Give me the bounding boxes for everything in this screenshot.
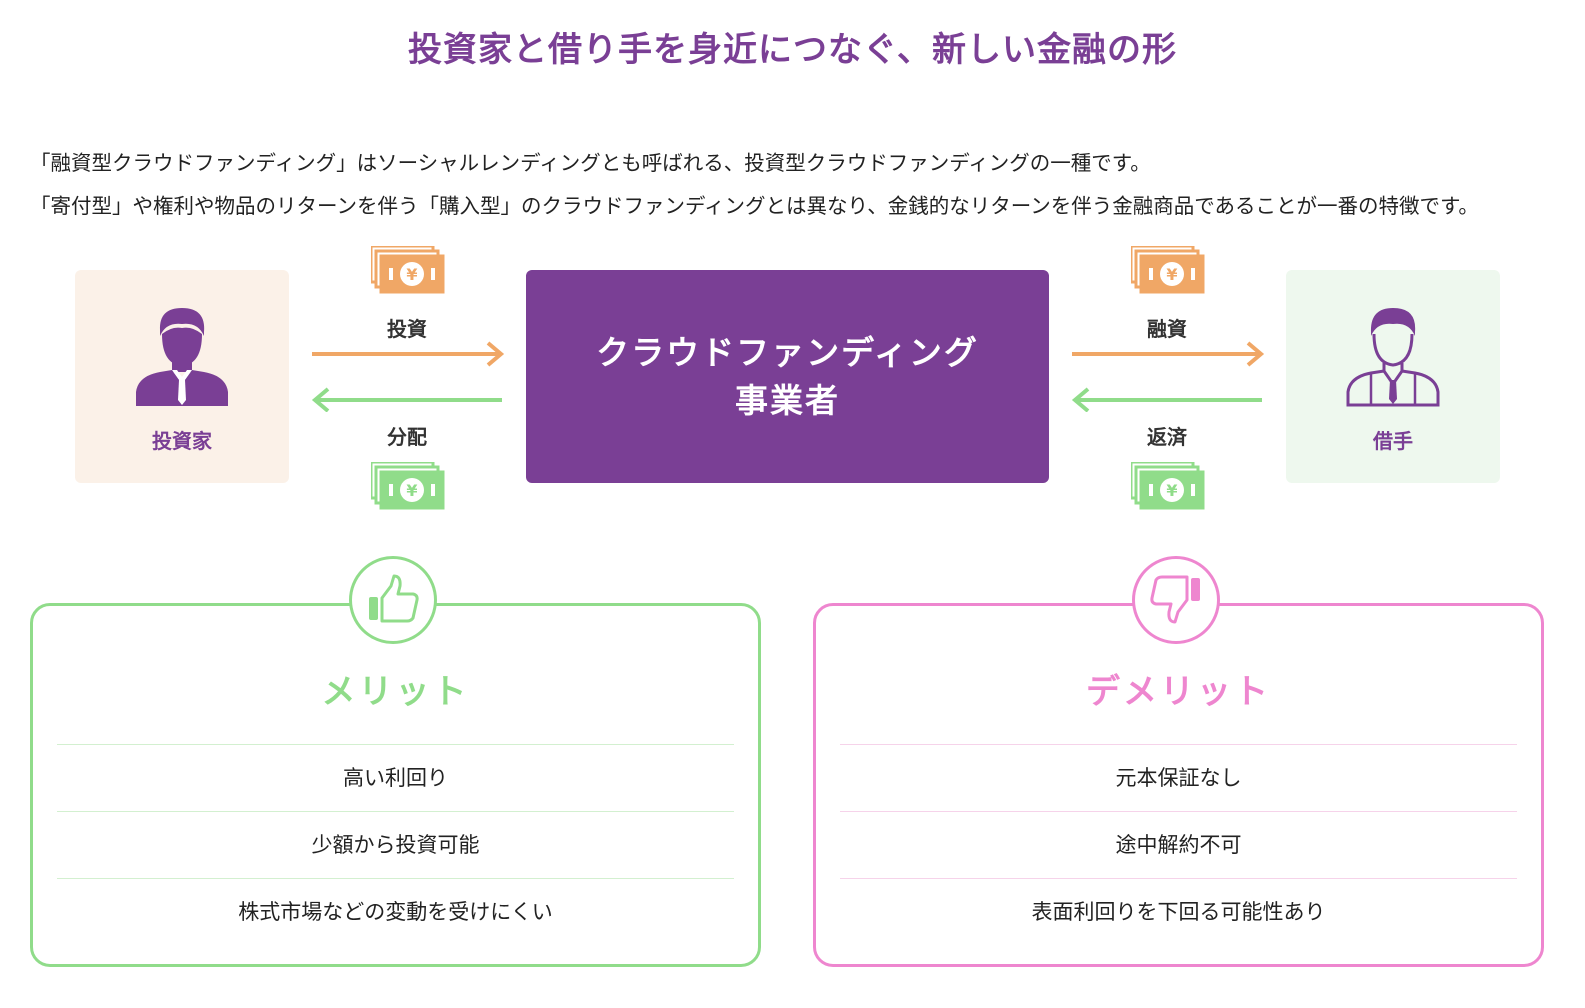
borrower-box: 借手 xyxy=(1286,270,1500,483)
investor-label: 投資家 xyxy=(152,429,212,453)
yen-banknote-icon xyxy=(1131,462,1205,510)
platform-label-line2: 事業者 xyxy=(735,380,840,420)
flow-label-distribute: 分配 xyxy=(387,425,427,449)
thumbs-down-icon xyxy=(1150,575,1200,624)
intro-line-1: 「融資型クラウドファンディング」はソーシャルレンディングとも呼ばれる、投資型クラ… xyxy=(30,151,1151,175)
list-item: 表面利回りを下回る可能性あり xyxy=(840,878,1517,945)
list-item: 少額から投資可能 xyxy=(57,811,734,878)
merit-card: メリット 高い利回り 少額から投資可能 株式市場などの変動を受けにくい xyxy=(30,556,761,967)
demerit-badge xyxy=(1132,556,1220,644)
yen-banknote-icon xyxy=(1131,246,1205,294)
arrows-platform-borrower xyxy=(1071,341,1265,412)
demerit-title: デメリット xyxy=(1086,672,1271,712)
list-item: 途中解約不可 xyxy=(840,811,1517,878)
platform-box: クラウドファンディング 事業者 xyxy=(526,270,1049,483)
list-item: 元本保証なし xyxy=(840,744,1517,811)
platform-label-line1: クラウドファンディング xyxy=(596,332,979,372)
yen-banknote-icon xyxy=(371,246,445,294)
flow-label-repay: 返済 xyxy=(1147,425,1187,449)
flow-label-invest: 投資 xyxy=(387,317,427,341)
businessman-icon xyxy=(136,308,228,406)
demerit-list: 元本保証なし 途中解約不可 表面利回りを下回る可能性あり xyxy=(840,744,1517,945)
flow-label-loan: 融資 xyxy=(1147,317,1187,341)
intro-line-2: 「寄付型」や権利や物品のリターンを伴う「購入型」のクラウドファンディングとは異な… xyxy=(30,194,1479,218)
merit-badge xyxy=(349,556,437,644)
yen-banknote-icon xyxy=(371,462,445,510)
borrower-label: 借手 xyxy=(1373,429,1413,453)
investor-box: 投資家 xyxy=(75,270,289,483)
page-title: 投資家と借り手を身近につなぐ、新しい金融の形 xyxy=(408,30,1177,70)
merit-list: 高い利回り 少額から投資可能 株式市場などの変動を受けにくい xyxy=(57,744,734,945)
businessman-outline-icon xyxy=(1346,308,1440,407)
merit-title: メリット xyxy=(321,672,470,712)
list-item: 株式市場などの変動を受けにくい xyxy=(57,878,734,945)
thumbs-up-icon xyxy=(369,574,419,623)
demerit-card: デメリット 元本保証なし 途中解約不可 表面利回りを下回る可能性あり xyxy=(813,556,1544,967)
list-item: 高い利回り xyxy=(57,744,734,811)
arrows-investor-platform xyxy=(311,341,505,412)
